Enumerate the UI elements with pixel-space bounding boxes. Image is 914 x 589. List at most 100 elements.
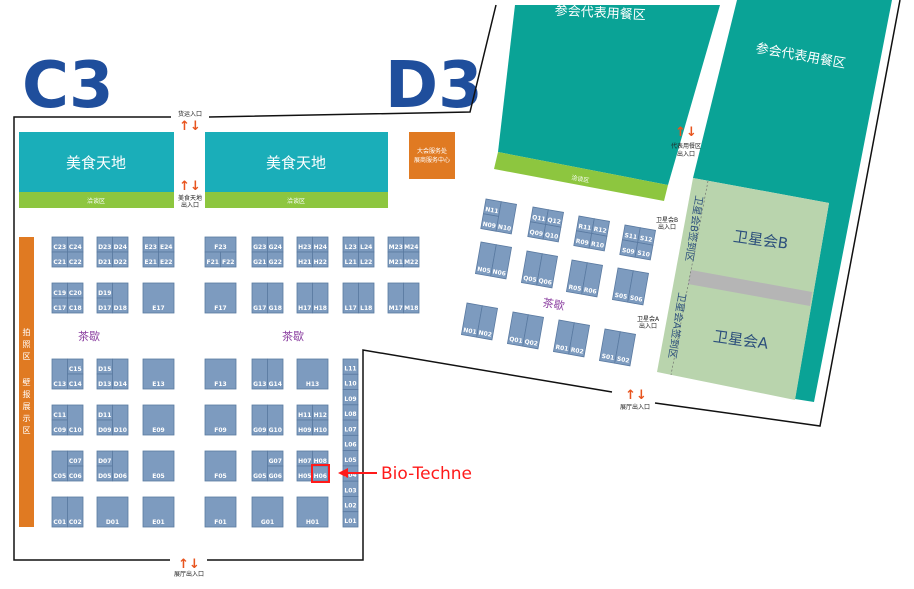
booth-R01[interactable]: R01 xyxy=(552,319,575,355)
booth-D05[interactable]: D05 xyxy=(96,465,113,482)
booth-D21[interactable]: D21 xyxy=(96,251,113,268)
booth-C10[interactable]: C10 xyxy=(67,404,84,436)
booth-C23[interactable]: C23 xyxy=(51,236,68,253)
booth-L23[interactable]: L23 xyxy=(342,236,359,253)
booth-R09[interactable]: R09 xyxy=(573,230,593,249)
booth-D14[interactable]: D14 xyxy=(112,358,129,390)
booth-C17[interactable]: C17 xyxy=(51,297,68,314)
booth-H08[interactable]: H08 xyxy=(312,450,329,467)
booth-D23[interactable]: D23 xyxy=(96,236,113,253)
booth-L02[interactable]: L02 xyxy=(342,496,359,513)
booth-F05[interactable]: F05 xyxy=(204,450,237,482)
booth-E24[interactable]: E24 xyxy=(158,236,175,253)
booth-G09[interactable]: G09 xyxy=(251,404,268,436)
booth-D19[interactable]: D19 xyxy=(96,282,113,299)
booth-H21[interactable]: H21 xyxy=(296,251,313,268)
booth-C21[interactable]: C21 xyxy=(51,251,68,268)
booth-M22[interactable]: M22 xyxy=(403,251,420,268)
booth-H13[interactable]: H13 xyxy=(296,358,329,390)
booth-C18[interactable]: C18 xyxy=(67,297,84,314)
booth-L10[interactable]: L10 xyxy=(342,373,359,390)
booth-M17[interactable]: M17 xyxy=(387,282,404,314)
booth-R02[interactable]: R02 xyxy=(568,322,590,358)
booth-D06[interactable]: D06 xyxy=(112,450,129,482)
booth-G21[interactable]: G21 xyxy=(251,251,268,268)
booth-F23[interactable]: F23 xyxy=(204,236,237,253)
booth-H09[interactable]: H09 xyxy=(296,419,313,436)
booth-G05[interactable]: G05 xyxy=(251,450,268,482)
booth-H23[interactable]: H23 xyxy=(296,236,313,253)
booth-C05[interactable]: C05 xyxy=(51,450,68,482)
booth-Q10[interactable]: Q10 xyxy=(542,224,562,243)
booth-C14[interactable]: C14 xyxy=(67,373,84,390)
booth-E13[interactable]: E13 xyxy=(142,358,175,390)
booth-Q01[interactable]: Q01 xyxy=(506,311,529,347)
booth-C11[interactable]: C11 xyxy=(51,404,68,421)
booth-E05[interactable]: E05 xyxy=(142,450,175,482)
booth-M21[interactable]: M21 xyxy=(387,251,404,268)
booth-H06[interactable]: H06 xyxy=(312,465,329,482)
booth-E01[interactable]: E01 xyxy=(142,496,175,528)
booth-D22[interactable]: D22 xyxy=(112,251,129,268)
booth-C02[interactable]: C02 xyxy=(67,496,84,528)
booth-G06[interactable]: G06 xyxy=(267,465,284,482)
booth-R06[interactable]: R06 xyxy=(581,262,603,298)
booth-E22[interactable]: E22 xyxy=(158,251,175,268)
booth-G17[interactable]: G17 xyxy=(251,282,268,314)
booth-C22[interactable]: C22 xyxy=(67,251,84,268)
booth-L18[interactable]: L18 xyxy=(358,282,375,314)
booth-E23[interactable]: E23 xyxy=(142,236,159,253)
booth-M24[interactable]: M24 xyxy=(403,236,420,253)
booth-L22[interactable]: L22 xyxy=(358,251,375,268)
booth-D24[interactable]: D24 xyxy=(112,236,129,253)
booth-H01[interactable]: H01 xyxy=(296,496,329,528)
booth-G13[interactable]: G13 xyxy=(251,358,268,390)
booth-R10[interactable]: R10 xyxy=(588,233,608,252)
booth-R12[interactable]: R12 xyxy=(591,218,610,237)
booth-D07[interactable]: D07 xyxy=(96,450,113,467)
booth-G01[interactable]: G01 xyxy=(251,496,284,528)
booth-G23[interactable]: G23 xyxy=(251,236,268,253)
booth-L08[interactable]: L08 xyxy=(342,404,359,421)
booth-C19[interactable]: C19 xyxy=(51,282,68,299)
booth-S02[interactable]: S02 xyxy=(614,331,636,367)
booth-E09[interactable]: E09 xyxy=(142,404,175,436)
booth-H12[interactable]: H12 xyxy=(312,404,329,421)
booth-F13[interactable]: F13 xyxy=(204,358,237,390)
booth-G10[interactable]: G10 xyxy=(267,404,284,436)
booth-E21[interactable]: E21 xyxy=(142,251,159,268)
booth-C07[interactable]: C07 xyxy=(67,450,84,467)
booth-D17[interactable]: D17 xyxy=(96,297,113,314)
booth-D11[interactable]: D11 xyxy=(96,404,113,421)
booth-G24[interactable]: G24 xyxy=(267,236,284,253)
booth-C24[interactable]: C24 xyxy=(67,236,84,253)
booth-L07[interactable]: L07 xyxy=(342,419,359,436)
booth-L21[interactable]: L21 xyxy=(342,251,359,268)
booth-F17[interactable]: F17 xyxy=(204,282,237,314)
booth-D15[interactable]: D15 xyxy=(96,358,113,375)
booth-C20[interactable]: C20 xyxy=(67,282,84,299)
booth-Q02[interactable]: Q02 xyxy=(522,314,544,350)
booth-L11[interactable]: L11 xyxy=(342,358,359,375)
booth-F01[interactable]: F01 xyxy=(204,496,237,528)
booth-G18[interactable]: G18 xyxy=(267,282,284,314)
booth-H11[interactable]: H11 xyxy=(296,404,313,421)
booth-C13[interactable]: C13 xyxy=(51,358,68,390)
booth-D13[interactable]: D13 xyxy=(96,373,113,390)
booth-N06[interactable]: N06 xyxy=(490,244,512,280)
booth-F22[interactable]: F22 xyxy=(220,251,237,268)
booth-D09[interactable]: D09 xyxy=(96,419,113,436)
booth-M23[interactable]: M23 xyxy=(387,236,404,253)
booth-L05[interactable]: L05 xyxy=(342,450,359,467)
booth-N02[interactable]: N02 xyxy=(476,305,498,341)
booth-L03[interactable]: L03 xyxy=(342,480,359,497)
booth-S06[interactable]: S06 xyxy=(627,270,649,306)
booth-C01[interactable]: C01 xyxy=(51,496,68,528)
booth-S09[interactable]: S09 xyxy=(619,239,639,258)
booth-H07[interactable]: H07 xyxy=(296,450,313,467)
booth-H24[interactable]: H24 xyxy=(312,236,329,253)
booth-S10[interactable]: S10 xyxy=(634,242,654,261)
booth-E17[interactable]: E17 xyxy=(142,282,175,314)
booth-Q06[interactable]: Q06 xyxy=(536,253,558,289)
booth-L24[interactable]: L24 xyxy=(358,236,375,253)
